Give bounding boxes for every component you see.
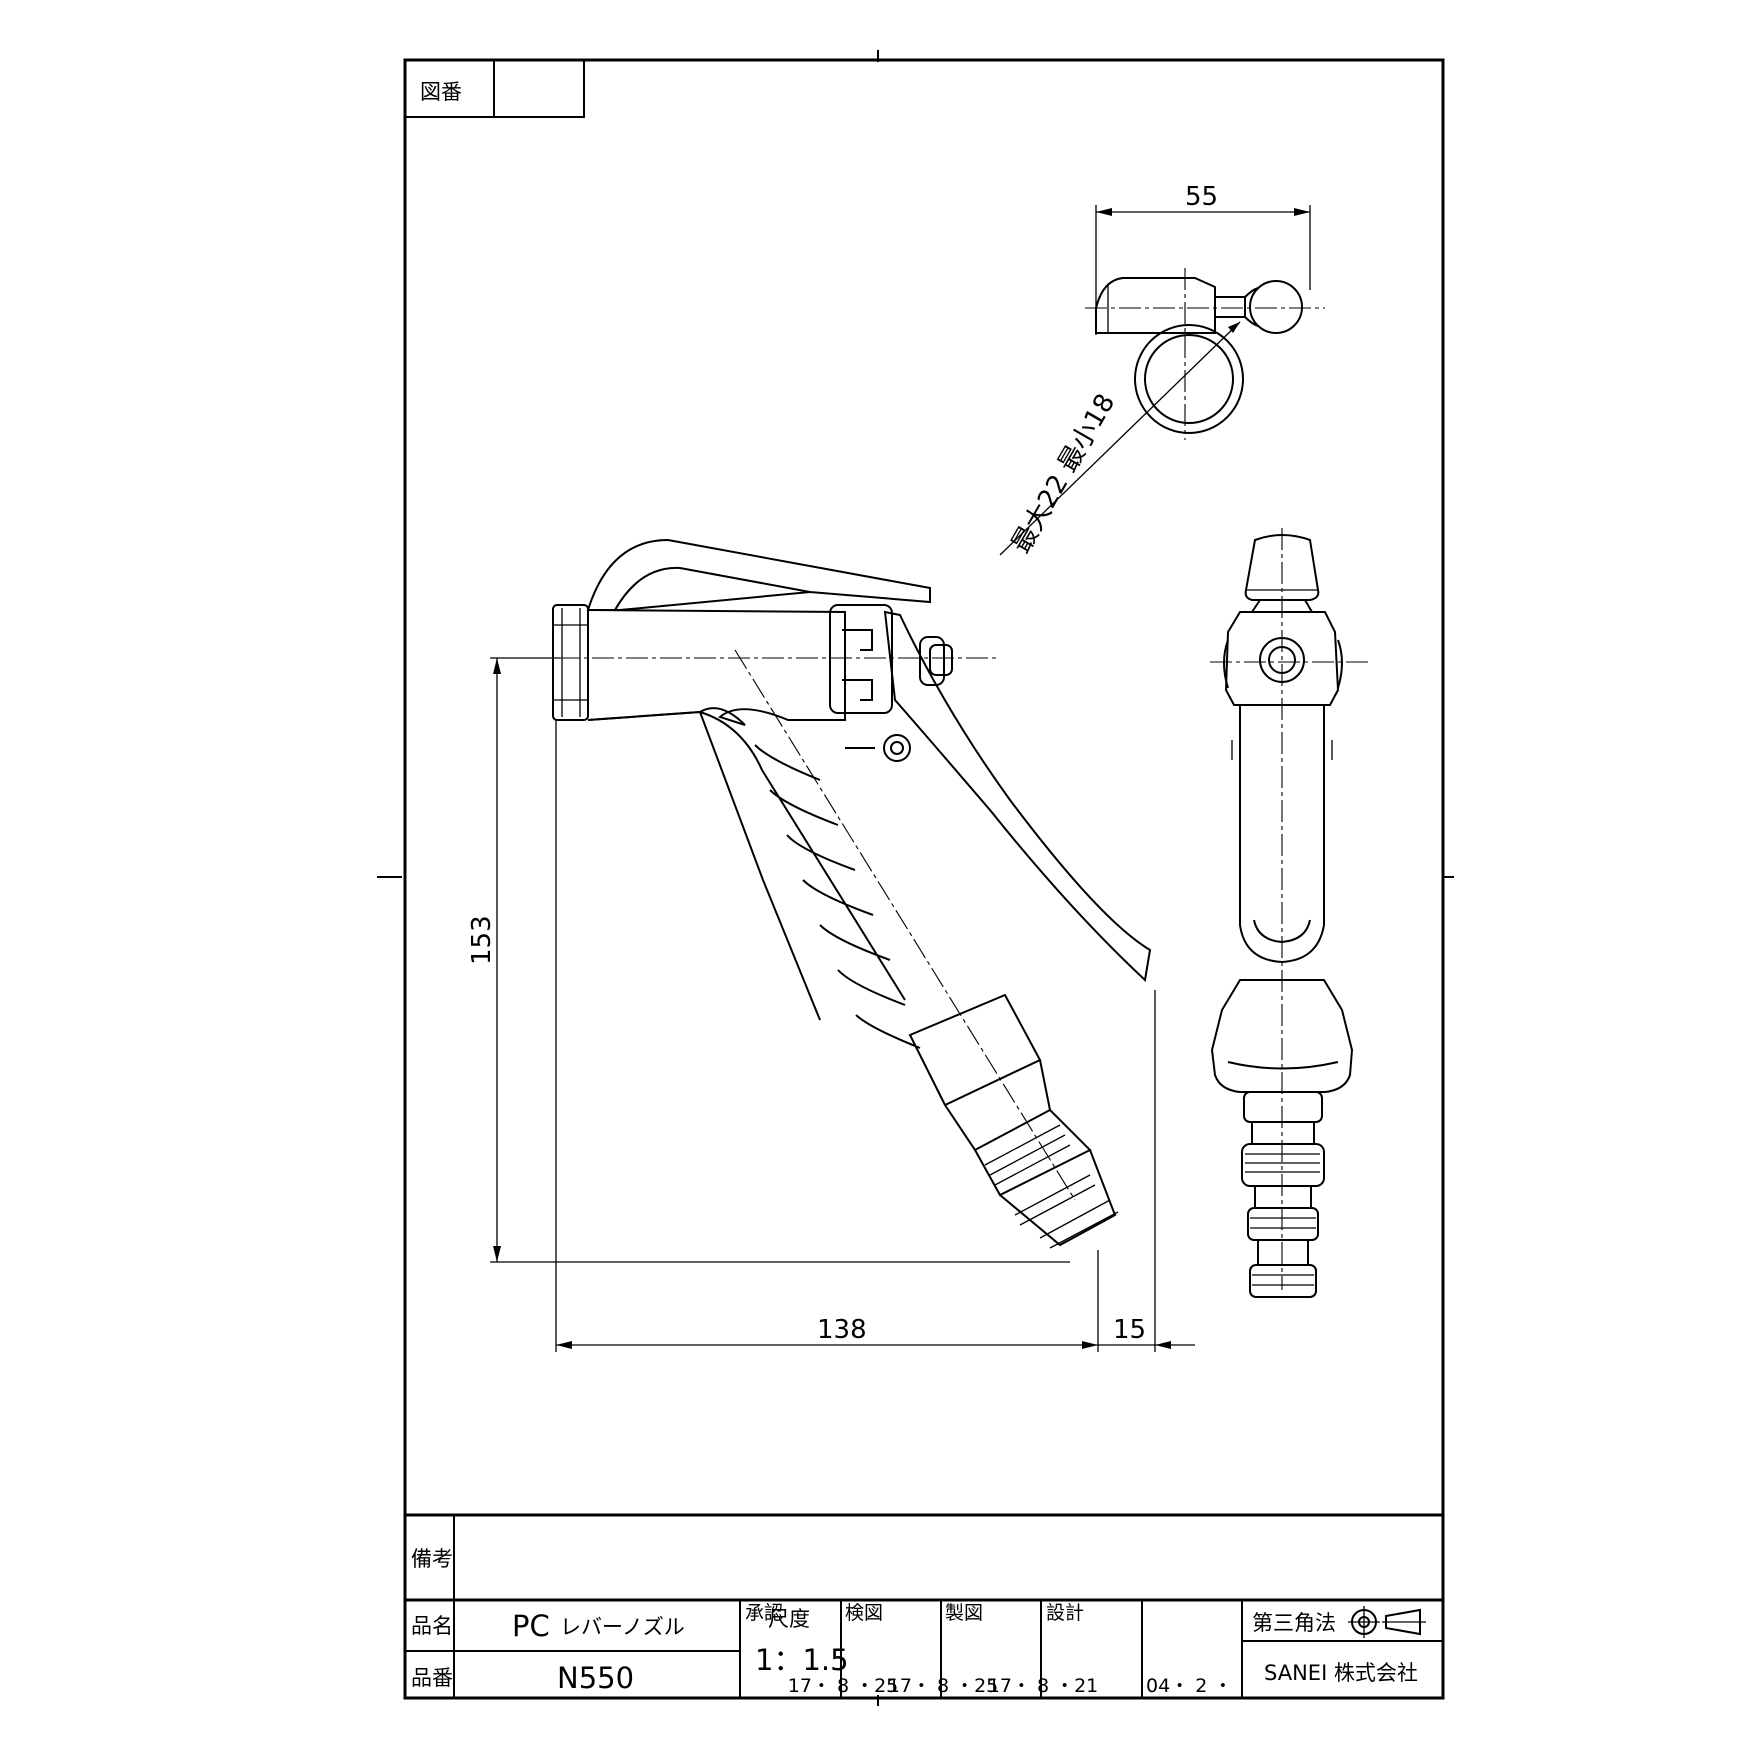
drawing-number-box: 図番 <box>405 60 585 118</box>
title-block: 備考 品名 PC レバーノズル 品番 N550 尺度 1：1.5 承認 17・ … <box>405 1513 1443 1698</box>
remarks-label: 備考 <box>411 1547 453 1571</box>
inspection-label: 検図 <box>845 1602 883 1624</box>
product-name-label: 品名 <box>411 1614 453 1638</box>
side-view: 153 138 15 <box>467 538 1195 1352</box>
projection-method-label: 第三角法 <box>1252 1611 1336 1635</box>
dimension-overhang-15: 15 <box>1113 1315 1146 1345</box>
scale-label: 尺度 <box>768 1607 810 1631</box>
inspection-date: 17・ 8 ・25 <box>888 1675 999 1697</box>
dimension-width-55: 55 <box>1185 182 1218 212</box>
third-angle-projection-symbol <box>1348 1606 1426 1638</box>
drawing-number-label: 図番 <box>420 80 462 104</box>
product-number-value: N550 <box>557 1661 634 1695</box>
design-date: 04・ 2 ・ <box>1146 1675 1232 1697</box>
top-view: 55 最大22 最小18 <box>999 182 1325 559</box>
product-number-label: 品番 <box>411 1666 453 1690</box>
approval-label: 承認 <box>745 1602 783 1624</box>
product-name-prefix: PC <box>512 1609 550 1643</box>
dimension-tube-range: 最大22 最小18 <box>1006 389 1121 559</box>
drafting-label: 製図 <box>945 1602 983 1624</box>
product-name-value: レバーノズル <box>560 1615 685 1639</box>
scale-value: 1：1.5 <box>755 1643 849 1677</box>
approval-date: 17・ 8 ・25 <box>788 1675 899 1697</box>
dimension-length-138: 138 <box>817 1315 867 1345</box>
front-view <box>1210 528 1370 1298</box>
centering-marks <box>377 50 1454 1706</box>
sheet-border <box>403 58 1445 1700</box>
drafting-date: 17・ 8 ・21 <box>988 1675 1099 1697</box>
design-label: 設計 <box>1046 1602 1084 1624</box>
company-name: SANEI 株式会社 <box>1264 1661 1418 1685</box>
dimension-height-153: 153 <box>467 915 497 965</box>
